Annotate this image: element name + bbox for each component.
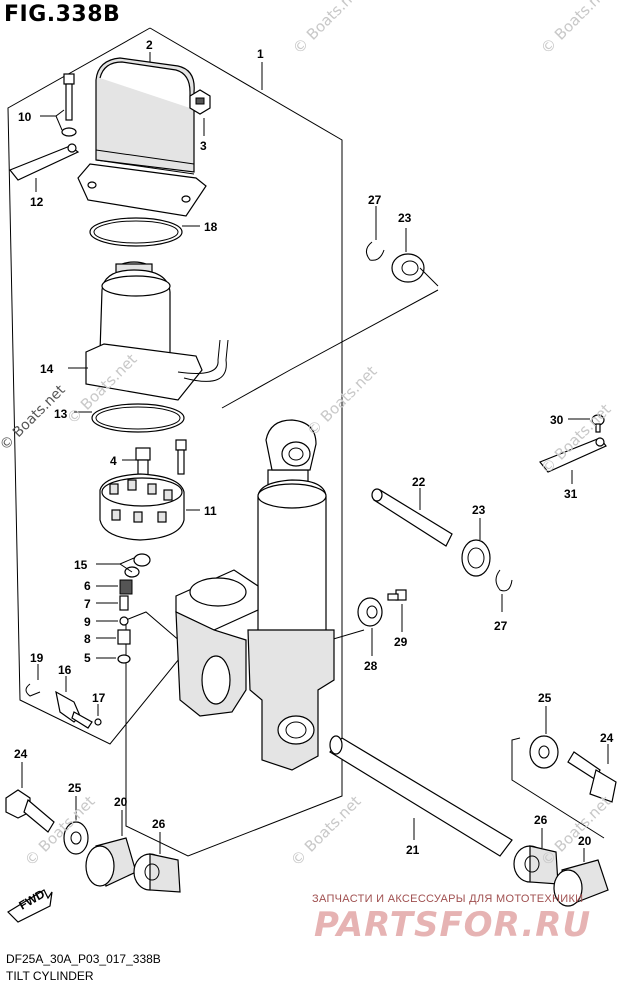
bolt-part-24-right [567,751,617,803]
spacer-part-28 [357,597,383,627]
callout-29: 29 [394,635,408,649]
bushing-part-26-left [133,853,181,893]
callout-27-upper: 27 [368,193,382,207]
bushing-part-23-upper [391,253,439,287]
pump-body-part-11 [99,439,187,541]
figure-title: FIG.338B [4,2,121,27]
right-bracket [511,737,605,839]
callout-11: 11 [204,504,217,518]
callout-24-left: 24 [14,747,28,761]
callout-5: 5 [84,651,91,665]
bolt-part-10 [61,73,77,137]
bolt-part-29 [387,589,407,601]
callout-7: 7 [84,597,91,611]
callout-17: 17 [92,691,106,705]
callout-3: 3 [200,139,207,153]
strap-part-31 [539,437,607,473]
bushing-part-26-right [513,845,559,885]
leader-10 [40,109,65,117]
callout-6: 6 [84,579,91,593]
valve-part-4 [135,447,151,479]
snap-ring-part-27-lower [495,569,513,592]
motor-part-14 [85,261,229,401]
snap-ring-part-19 [25,683,41,697]
callout-2: 2 [146,38,153,52]
small-parts-column [117,553,151,664]
washer-part-25-right [529,735,559,769]
callout-25-right: 25 [538,691,552,705]
strap-part-12 [9,143,80,181]
lower-boundary [329,629,365,641]
callout-16: 16 [58,663,72,677]
callout-21: 21 [406,843,420,857]
washer-part-25-left [63,821,89,855]
bushing-part-20-right [553,859,609,907]
o-ring-part-13 [91,403,185,433]
callout-18: 18 [204,220,218,234]
shaft-boundary [221,289,439,409]
callout-9: 9 [84,615,91,629]
callout-14: 14 [40,362,54,376]
callout-23-lower: 23 [472,503,486,517]
callout-31: 31 [564,487,578,501]
callout-25-left: 25 [68,781,82,795]
o-ring-part-18 [89,217,183,247]
figure-caption: TILT CYLINDER [6,969,94,983]
bushing-part-20-left [85,837,137,887]
brand-logo: PARTSFOR.RU [314,905,592,945]
cylinder-body [175,419,335,771]
leader-15b [119,557,135,565]
callout-23-upper: 23 [398,211,412,225]
callout-30: 30 [550,413,564,427]
reservoir-part-2 [77,57,207,217]
callout-labels: 1 2 3 4 5 6 7 8 9 10 11 12 13 14 15 16 1… [14,38,614,857]
callout-28: 28 [364,659,378,673]
pin-part-22 [371,488,453,547]
callout-22: 22 [412,475,426,489]
callout-20-left: 20 [114,795,128,809]
callout-8: 8 [84,632,91,646]
callout-4: 4 [110,454,117,468]
snap-ring-part-27-upper [366,241,385,261]
valve-pin-part-16 [55,690,93,729]
bushing-part-23-lower [461,539,491,577]
screw-part-30 [591,414,605,433]
callout-12: 12 [30,195,44,209]
callout-1: 1 [257,47,264,61]
callout-26-right: 26 [534,813,548,827]
callout-24-right: 24 [600,731,614,745]
tilt-rod-part-21 [329,735,513,857]
callout-10: 10 [18,110,32,124]
fwd-arrow-icon: FWD [7,887,53,923]
callout-19: 19 [30,651,44,665]
brand-tagline: ЗАПЧАСТИ И АКСЕССУАРЫ ДЛЯ МОТОТЕХНИКИ [312,893,584,905]
callout-13: 13 [54,407,68,421]
leader-10b [55,115,63,131]
callout-20-right: 20 [578,834,592,848]
callout-27-lower: 27 [494,619,508,633]
callout-26-left: 26 [152,817,166,831]
assembly-boundary [7,27,343,857]
plug-part-3 [189,89,211,115]
figure-code: DF25A_30A_P03_017_338B [6,952,161,966]
callout-15: 15 [74,558,88,572]
bolt-part-24-left [5,789,55,833]
o-ring-part-17 [94,718,102,726]
